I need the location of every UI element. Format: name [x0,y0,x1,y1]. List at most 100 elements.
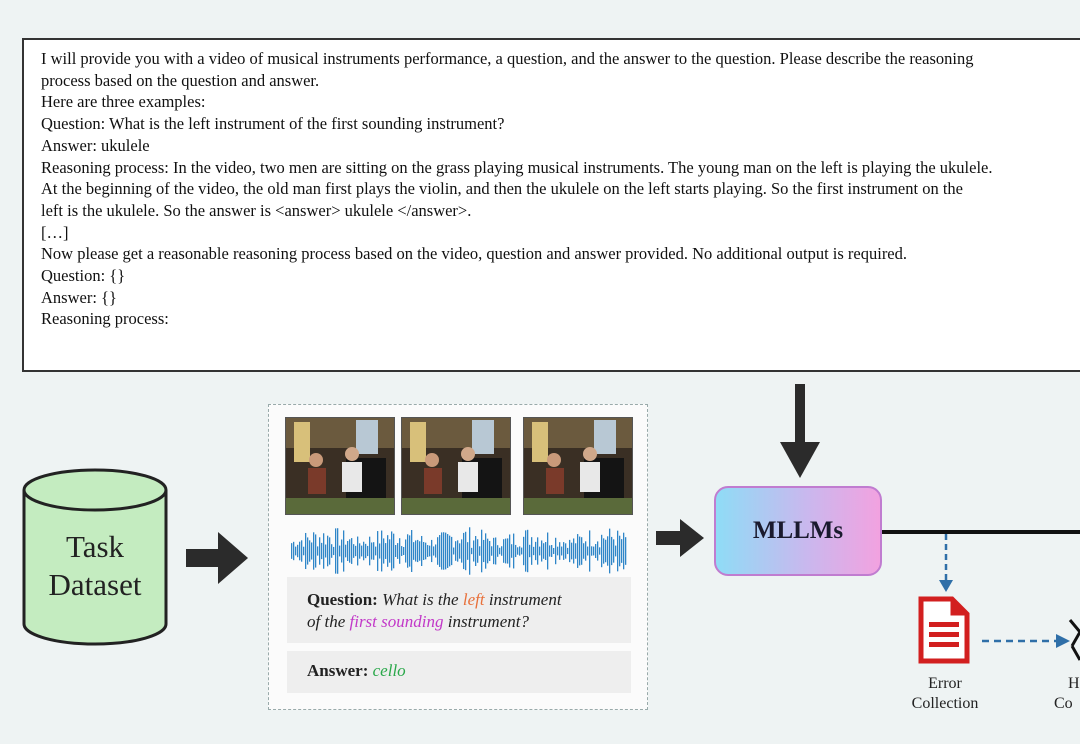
waveform-bar [519,546,521,556]
waveform-bar [459,543,461,559]
waveform-bar [499,547,501,555]
waveform-bar [401,546,403,556]
waveform-bar [311,542,313,560]
waveform-bar [305,532,307,570]
waveform-bar [493,537,495,565]
video-frame [285,417,395,515]
waveform-bar [625,537,627,565]
prompt-line: I will provide you with a video of music… [41,49,974,68]
human-icon [1068,619,1080,661]
waveform-bar [473,540,475,562]
waveform-bar [367,545,369,557]
waveform-bar [403,546,405,556]
prompt-line: Answer: ukulele [41,135,150,155]
waveform-bar [323,533,325,569]
prompt-line: Question: {} [41,266,126,286]
waveform-bar [583,543,585,559]
waveform-bar [293,541,295,561]
waveform-bar [387,535,389,567]
prompt-line: At the beginning of the video, the old m… [41,179,963,199]
waveform-bar [301,540,303,562]
waveform-bar [563,542,565,560]
waveform-bar [375,546,377,556]
answer-box: Answer: cello [287,651,631,693]
waveform-bar [607,536,609,566]
audio-waveform [291,527,627,575]
waveform-bar [477,539,479,563]
waveform-bar [593,546,595,556]
waveform-bar [619,535,621,567]
waveform-bar [317,546,319,556]
waveform-bar [307,537,309,565]
waveform-bar [609,528,611,574]
waveform-bar [463,532,465,570]
waveform-bar [303,546,305,556]
waveform-bar [541,540,543,562]
waveform-bar [479,546,481,556]
waveform-bar [389,539,391,563]
waveform-bar [363,541,365,561]
waveform-bar [337,528,339,574]
video-frame [401,417,511,515]
waveform-bar [547,532,549,570]
waveform-bar [531,537,533,565]
waveform-bar [359,543,361,559]
waveform-bar [481,529,483,573]
prompt-line: Now please get a reasonable reasoning pr… [41,244,908,264]
right-arrow-icon [656,519,704,557]
question-text: What is the [382,590,463,609]
question-box: Question: What is the left instrument of… [287,577,631,643]
waveform-bar [575,543,577,559]
waveform-bar [613,539,615,563]
waveform-bar [417,539,419,563]
video-frame [523,417,633,515]
prompt-line: Question: What is the left instrument of… [41,114,505,134]
prompt-line: Answer: {} [41,287,117,307]
dashed-down-arrow-icon [939,534,953,592]
waveform-bar [475,536,477,566]
waveform-bar [453,547,455,555]
prompt-template-box: I will provide you with a video of music… [22,38,1080,372]
waveform-bar [497,545,499,557]
waveform-bar [581,537,583,565]
waveform-bar [345,544,347,558]
waveform-bar [487,538,489,564]
waveform-bar [383,538,385,564]
right-arrow-icon [186,532,248,584]
waveform-bar [377,531,379,571]
connector-line [882,530,1080,534]
waveform-bar [391,531,393,571]
waveform-bar [343,530,345,572]
waveform-bar [455,541,457,561]
prompt-line: […] [41,222,69,242]
partial-label-line: Co [1054,695,1073,712]
waveform-bar [587,546,589,556]
waveform-bar [523,536,525,566]
waveform-bar [309,540,311,562]
waveform-bar [553,547,555,555]
waveform-bar [611,536,613,566]
answer-label: Answer: [307,661,369,680]
dataset-label-line: Task [65,529,125,564]
waveform-bar [505,538,507,564]
waveform-bar [445,532,447,570]
waveform-bar [393,533,395,569]
waveform-bar [325,544,327,558]
document-icon [918,596,970,664]
waveform-bar [529,544,531,558]
waveform-bar [537,537,539,565]
waveform-bar [395,545,397,557]
waveform-bar [617,530,619,572]
waveform-bar [397,543,399,559]
waveform-bar [603,538,605,564]
waveform-bar [559,542,561,560]
down-arrow-icon [780,384,820,478]
waveform-bar [539,546,541,556]
waveform-bar [525,530,527,572]
waveform-bar [483,539,485,563]
video-sample-card: Question: What is the left instrument of… [268,404,648,710]
waveform-bar [567,547,569,555]
waveform-bar [509,534,511,568]
waveform-bar [577,534,579,568]
waveform-bar [415,540,417,562]
